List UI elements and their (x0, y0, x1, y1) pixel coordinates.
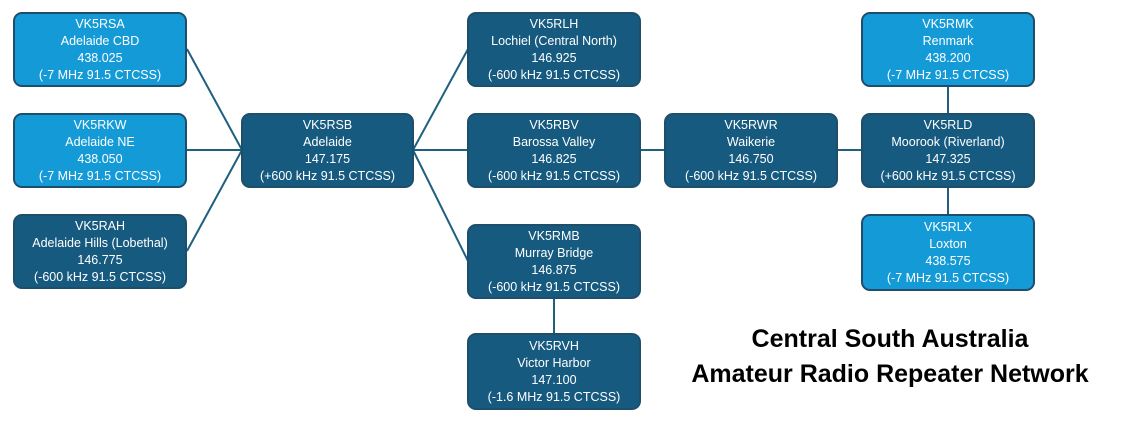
offset-tone: (-600 kHz 91.5 CTCSS) (488, 168, 620, 183)
offset-tone: (-7 MHz 91.5 CTCSS) (886, 270, 1010, 285)
location: Barossa Valley (512, 134, 596, 149)
callsign: VK5RMB (528, 228, 580, 243)
frequency: 147.100 (531, 372, 577, 387)
title-line-1: Central South Australia (751, 325, 1029, 353)
location: Moorook (Riverland) (891, 134, 1005, 149)
repeater-node-vk5rwr[interactable]: VK5RWR Waikerie 146.750 (-600 kHz 91.5 C… (664, 113, 838, 188)
repeater-node-vk5rsa[interactable]: VK5RSA Adelaide CBD 438.025 (-7 MHz 91.5… (13, 12, 187, 87)
callsign: VK5RKW (73, 117, 127, 132)
location: Adelaide Hills (Lobethal) (32, 235, 168, 250)
repeater-node-vk5rmb[interactable]: VK5RMB Murray Bridge 146.875 (-600 kHz 9… (467, 224, 641, 299)
offset-tone: (-7 MHz 91.5 CTCSS) (38, 67, 162, 82)
location: Adelaide CBD (60, 33, 140, 48)
repeater-node-vk5rbv[interactable]: VK5RBV Barossa Valley 146.825 (-600 kHz … (467, 113, 641, 188)
callsign: VK5RAH (74, 218, 126, 233)
offset-tone: (-7 MHz 91.5 CTCSS) (38, 168, 162, 183)
frequency: 146.925 (531, 50, 577, 65)
repeater-node-vk5rld[interactable]: VK5RLD Moorook (Riverland) 147.325 (+600… (861, 113, 1035, 188)
location: Adelaide NE (65, 134, 135, 149)
diagram-title: Central South Australia Amateur Radio Re… (660, 322, 1120, 392)
callsign: VK5RVH (529, 338, 579, 353)
location: Murray Bridge (514, 245, 594, 260)
offset-tone: (-600 kHz 91.5 CTCSS) (488, 279, 620, 294)
callsign: VK5RMK (922, 16, 974, 31)
location: Waikerie (726, 134, 776, 149)
link-rsa-rsb (186, 48, 243, 151)
location: Loxton (929, 236, 967, 251)
frequency: 147.325 (925, 151, 971, 166)
link-rsb-rmb (412, 149, 469, 262)
frequency: 438.050 (77, 151, 123, 166)
frequency: 146.875 (531, 262, 577, 277)
frequency: 438.575 (925, 253, 971, 268)
repeater-node-vk5rvh[interactable]: VK5RVH Victor Harbor 147.100 (-1.6 MHz 9… (467, 333, 641, 410)
repeater-node-vk5rah[interactable]: VK5RAH Adelaide Hills (Lobethal) 146.775… (13, 214, 187, 289)
offset-tone: (-7 MHz 91.5 CTCSS) (886, 67, 1010, 82)
offset-tone: (-1.6 MHz 91.5 CTCSS) (487, 389, 621, 404)
location: Renmark (922, 33, 974, 48)
link-rah-rsb (186, 149, 243, 252)
location: Lochiel (Central North) (491, 33, 617, 48)
offset-tone: (-600 kHz 91.5 CTCSS) (488, 67, 620, 82)
offset-tone: (-600 kHz 91.5 CTCSS) (685, 168, 817, 183)
callsign: VK5RSA (75, 16, 125, 31)
link-rsb-rlh (412, 48, 469, 151)
repeater-node-vk5rlx[interactable]: VK5RLX Loxton 438.575 (-7 MHz 91.5 CTCSS… (861, 214, 1035, 291)
frequency: 146.775 (77, 252, 123, 267)
repeater-node-vk5rsb[interactable]: VK5RSB Adelaide 147.175 (+600 kHz 91.5 C… (241, 113, 414, 188)
repeater-node-vk5rlh[interactable]: VK5RLH Lochiel (Central North) 146.925 (… (467, 12, 641, 87)
callsign: VK5RSB (302, 117, 353, 132)
callsign: VK5RLH (529, 16, 579, 31)
location: Adelaide (303, 134, 352, 149)
callsign: VK5RWR (724, 117, 778, 132)
offset-tone: (+600 kHz 91.5 CTCSS) (259, 168, 396, 183)
callsign: VK5RBV (529, 117, 579, 132)
location: Victor Harbor (517, 355, 591, 370)
offset-tone: (+600 kHz 91.5 CTCSS) (880, 168, 1016, 183)
repeater-node-vk5rmk[interactable]: VK5RMK Renmark 438.200 (-7 MHz 91.5 CTCS… (861, 12, 1035, 87)
title-line-2: Amateur Radio Repeater Network (691, 360, 1089, 388)
callsign: VK5RLX (924, 219, 972, 234)
frequency: 146.750 (728, 151, 774, 166)
offset-tone: (-600 kHz 91.5 CTCSS) (34, 269, 166, 284)
frequency: 438.200 (925, 50, 971, 65)
frequency: 438.025 (77, 50, 123, 65)
frequency: 146.825 (531, 151, 577, 166)
frequency: 147.175 (304, 151, 351, 166)
repeater-node-vk5rkw[interactable]: VK5RKW Adelaide NE 438.050 (-7 MHz 91.5 … (13, 113, 187, 188)
callsign: VK5RLD (923, 117, 973, 132)
